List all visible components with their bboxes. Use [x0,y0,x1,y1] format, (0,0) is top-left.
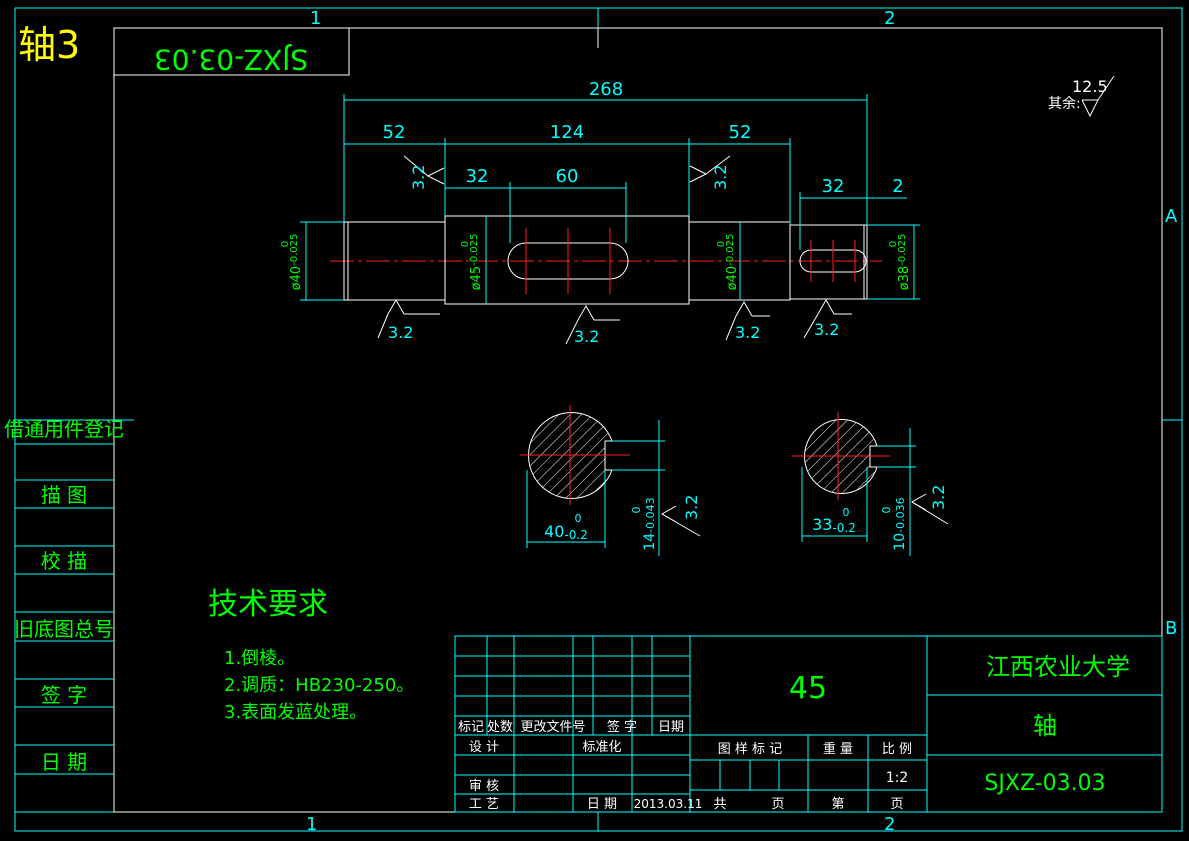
drawing-frame [14,7,1183,832]
tb-process: 工 艺 [469,797,499,812]
svg-text:3.2: 3.2 [574,327,599,346]
tb-stage-mark: 图 样 标 记 [718,742,782,757]
dia-right-label: ø40-0.025 [725,234,740,291]
tb-sheet-label: 页 [771,797,784,812]
side-cell-6: 日 期 [41,750,87,774]
dim-overall-length: 268 [589,79,623,100]
section-view-2 [792,412,949,556]
dim-key2-offset: 2 [892,176,903,197]
side-cell-5: 签 字 [41,683,87,707]
tech-req-item-1: 1.倒棱。 [224,648,295,669]
sec2-width-dim: 10-0.036 [892,497,908,550]
dim-key1-length: 60 [556,166,579,187]
roughness-symbol-5: 3.2 [403,155,445,190]
tb-rev-h4: 签 字 [607,719,637,735]
dia-end-label: ø38-0.025 [897,234,912,291]
tb-no-label: 第 [831,797,844,812]
frame-col-1-bottom: 1 [306,814,317,835]
tb-scale: 比 例 [882,742,912,757]
svg-text:3.2: 3.2 [711,165,730,190]
tb-weight: 重 量 [823,741,853,757]
roughness-symbol-1: 3.2 [377,298,440,342]
tb-standardize: 标准化 [582,740,621,755]
tb-review: 审 核 [469,779,499,794]
roughness-symbol-3: 3.2 [725,300,770,342]
dim-key1-offset: 32 [466,166,489,187]
side-cell-1: 借通用件登记 [4,417,124,441]
side-register-table [15,443,114,813]
roughness-symbol-4: 3.2 [803,298,852,339]
dim-key2-length: 32 [822,176,845,197]
horizontal-dimensions [343,94,907,250]
tb-date-value: 2013.03.11 [634,797,703,811]
frame-col-2-top: 2 [884,8,895,29]
sheet-label: 轴3 [18,23,80,67]
svg-text:3.2: 3.2 [409,165,428,190]
tb-rev-h3: 更改文件号 [520,720,585,735]
sec2-depth-dim: 33-0.2 [812,515,856,535]
sec2-width-zero: 0 [880,507,893,514]
tb-part-name: 轴 [1033,712,1057,740]
tech-req-item-3: 3.表面发蓝处理。 [224,702,367,723]
tb-material: 45 [789,671,827,706]
frame-row-a: A [1165,206,1178,227]
tb-scale-value: 1:2 [886,770,909,786]
sec2-depth-zero: 0 [843,506,850,519]
dia-mid-label: ø45-0.025 [469,234,484,291]
drawing-number-flipped: SJXZ-03.03 [154,43,308,76]
sec1-width-dim: 14-0.043 [642,497,658,550]
diameter-dimensions [300,216,920,304]
sec1-roughness: 3.2 [682,495,701,520]
dia-right-zero: 0 [716,241,727,247]
sec1-depth-dim: 40-0.2 [544,522,588,542]
dia-mid-zero: 0 [460,241,471,247]
tb-school: 江西农业大学 [986,653,1130,681]
section-view-1 [520,405,701,556]
title-block-grid [454,635,1163,813]
roughness-other-label: 其余: [1048,95,1081,112]
tb-rev-h5: 日期 [658,720,684,735]
sec2-roughness: 3.2 [929,485,948,510]
dim-middle-segment: 124 [550,122,584,143]
tech-req-item-2: 2.调质：HB230-250。 [224,675,414,696]
tb-rev-h1: 标记 [458,720,484,735]
roughness-symbol-6: 3.2 [689,155,731,190]
flipped-number-box: SJXZ-03.03 [113,27,350,76]
sec1-depth-zero: 0 [575,512,582,525]
shaft-main-view [330,215,882,305]
side-cell-4: 旧底图总号 [14,617,114,641]
dim-left-segment: 52 [383,122,406,143]
dim-right-segment: 52 [729,122,752,143]
frame-row-b: B [1165,618,1177,639]
tb-drawing-no: SJXZ-03.03 [984,771,1105,796]
tb-rev-h2: 处数 [487,720,513,735]
dia-left-label: ø40-0.025 [289,234,304,291]
svg-text:3.2: 3.2 [814,320,839,339]
roughness-symbol-2: 3.2 [565,304,620,346]
frame-col-2-bottom: 2 [884,814,895,835]
roughness-other-value: 12.5 [1072,77,1108,96]
side-cell-3: 校 描 [41,549,87,573]
svg-text:3.2: 3.2 [735,323,760,342]
dia-end-zero: 0 [888,241,899,247]
tb-page-label: 页 [890,797,903,812]
dia-left-zero: 0 [280,241,291,247]
side-cell-2: 描 图 [41,483,87,507]
svg-text:3.2: 3.2 [388,323,413,342]
frame-col-1-top: 1 [310,8,321,29]
tb-design: 设 计 [469,740,499,755]
tech-req-title: 技术要求 [208,587,328,622]
roughness-other: 其余: 12.5 [1048,75,1115,118]
tb-date-label: 日 期 [587,797,617,812]
sec1-width-zero: 0 [630,507,643,514]
tb-total-label: 共 [713,797,726,812]
